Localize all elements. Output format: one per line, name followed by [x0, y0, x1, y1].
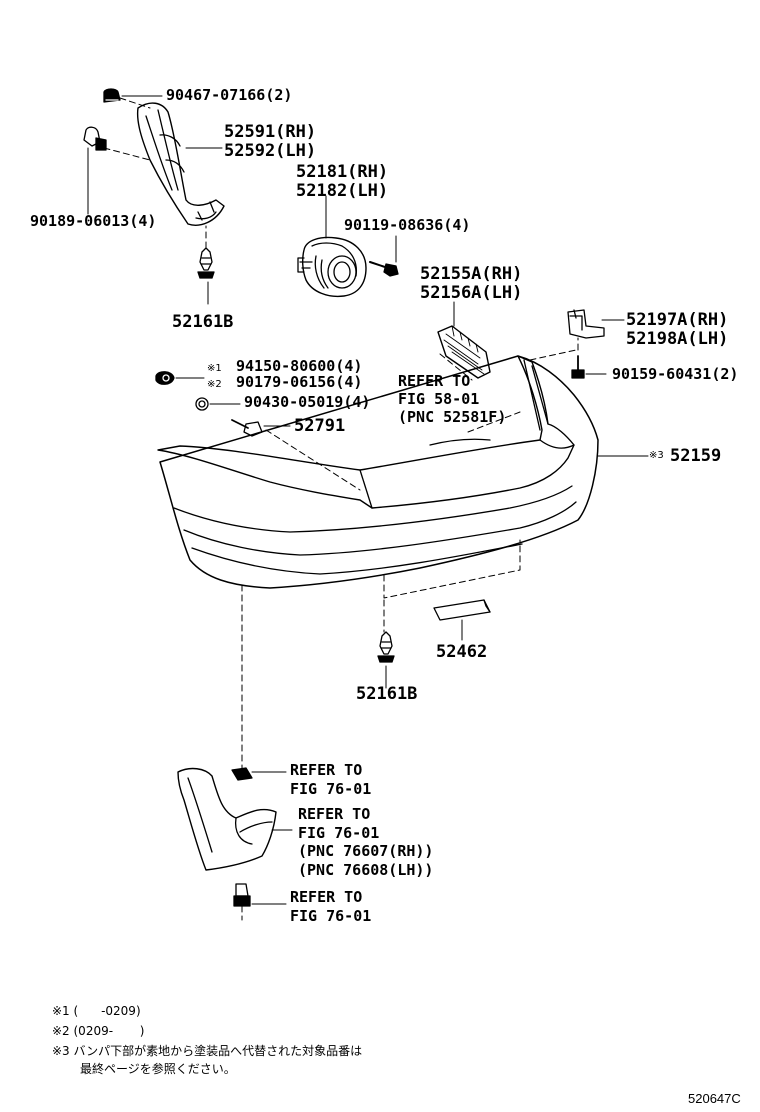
label-90119: 90119-08636(4) [344, 216, 471, 234]
label-52198a: 52198A(LH) [626, 329, 729, 349]
refer-76b-line1: REFER TO [298, 805, 371, 823]
reflector-drawing [437, 325, 491, 379]
footnote-2: ※2 (0209- ) [52, 1024, 145, 1038]
label-90189: 90189-06013(4) [30, 212, 157, 230]
label-52155a: 52155A(RH) [420, 264, 523, 284]
refer-76a-line1: REFER TO [290, 761, 363, 779]
footnote-1: ※1 ( -0209) [52, 1004, 141, 1018]
footnote-3-line2: 最終ページを参照ください。 [80, 1062, 236, 1076]
small-fasteners-drawing [155, 371, 263, 437]
mud-guard-drawing [177, 767, 277, 907]
mark-3: ※3 [649, 450, 664, 461]
pad-52462-drawing [433, 599, 491, 621]
label-52182: 52182(LH) [296, 181, 389, 201]
clip-90189-drawing [83, 126, 107, 151]
label-52591: 52591(RH) [224, 122, 317, 142]
label-52181: 52181(RH) [296, 162, 389, 182]
refer-58-line1: REFER TO [398, 372, 471, 390]
label-52197a: 52197A(RH) [626, 310, 729, 330]
label-90159: 90159-60431(2) [612, 365, 739, 383]
label-52159: 52159 [670, 446, 722, 466]
figure-code: 520647C [688, 1091, 741, 1106]
mark-1: ※1 [207, 363, 222, 374]
refer-76c-line2: FIG 76-01 [290, 907, 372, 925]
label-52161b-top: 52161B [172, 312, 234, 332]
refer-76b-line3: (PNC 76607(RH)) [298, 842, 434, 860]
label-90179: 90179-06156(4) [236, 373, 363, 391]
label-52161b-bottom: 52161B [356, 684, 418, 704]
label-94150: 94150-80600(4) [236, 357, 363, 375]
label-52592: 52592(LH) [224, 141, 317, 161]
retainer-drawing [567, 309, 605, 339]
clip-90467-drawing [103, 88, 121, 103]
refer-58-line3: (PNC 52581F) [398, 408, 507, 426]
label-52156a: 52156A(LH) [420, 283, 523, 303]
refer-76c-line1: REFER TO [290, 888, 363, 906]
footnote-3-line1: ※3 バンパ下部が素地から塗装品へ代替された対象品番は [52, 1044, 363, 1058]
refer-76b-line4: (PNC 76608(LH)) [298, 861, 434, 879]
screw-90159-drawing [571, 355, 585, 379]
clip-52161b-top-drawing [197, 247, 215, 279]
fog-lamp-drawing [297, 236, 367, 298]
bumper-bracket-drawing [136, 102, 225, 226]
refer-76b-line2: FIG 76-01 [298, 824, 380, 842]
refer-58-line2: FIG 58-01 [398, 390, 480, 408]
refer-76a-line2: FIG 76-01 [290, 780, 372, 798]
leader-lines [87, 95, 649, 905]
bumper-cover-drawing [157, 355, 599, 589]
label-52791: 52791 [294, 416, 346, 436]
label-90430: 90430-05019(4) [244, 393, 371, 411]
lamp-bolt-drawing [369, 261, 399, 277]
label-52462: 52462 [436, 642, 488, 662]
clip-52161b-bottom-drawing [377, 631, 395, 663]
mark-2: ※2 [207, 379, 222, 390]
label-90467: 90467-07166(2) [166, 86, 293, 104]
guide-lines [103, 97, 579, 921]
